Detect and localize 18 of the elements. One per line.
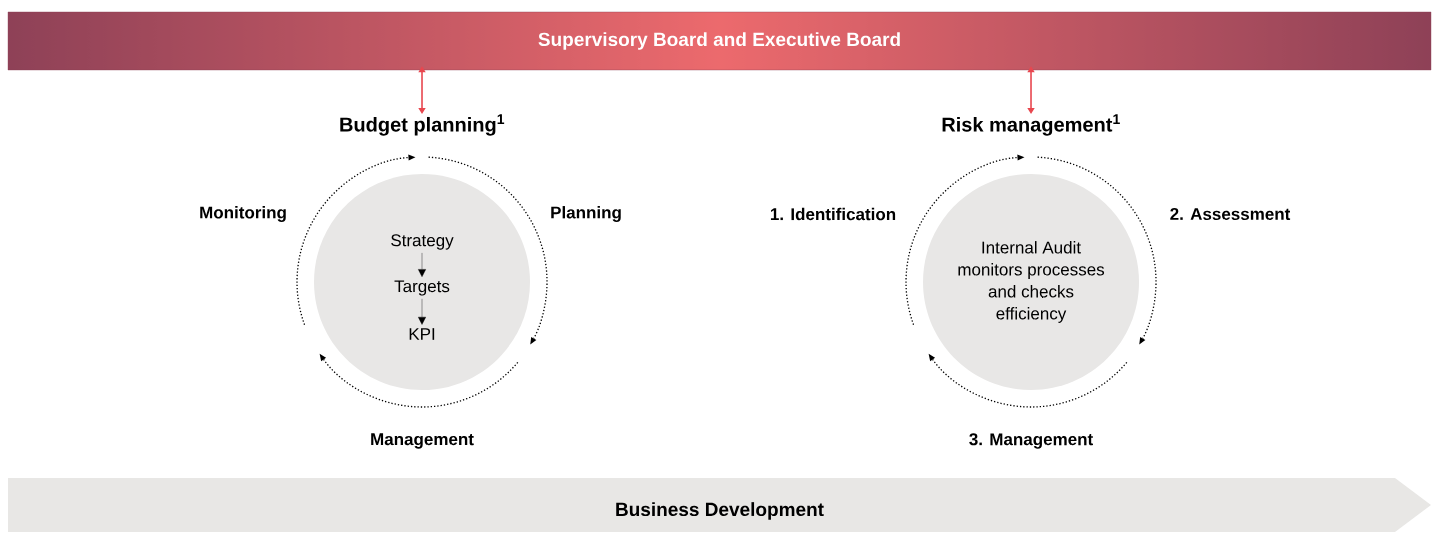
arrow — [418, 298, 426, 325]
arrow — [418, 252, 426, 277]
step-text: Targets — [394, 280, 450, 296]
cycle-label: Management — [371, 433, 474, 449]
heading: Risk management$^{1}$ — [942, 114, 1120, 136]
chevron-band: Business Development — [8, 478, 1431, 532]
arrow — [418, 66, 426, 114]
cycle-label: Monitoring — [200, 206, 286, 222]
cycle-label: 2. Assessment — [1170, 208, 1291, 220]
heading: Budget planning$^{1}$ — [340, 114, 505, 136]
cycle-label: 1. Identification — [770, 207, 896, 221]
cycle-label: Planning — [551, 206, 621, 222]
step-text: Strategy — [391, 234, 454, 250]
step-text: KPI — [409, 328, 435, 340]
title-band: Supervisory Board and Executive Board — [7, 11, 1432, 71]
circle — [314, 174, 530, 390]
cycle-label: 3. Management — [969, 433, 1093, 449]
arrow — [1027, 66, 1035, 114]
